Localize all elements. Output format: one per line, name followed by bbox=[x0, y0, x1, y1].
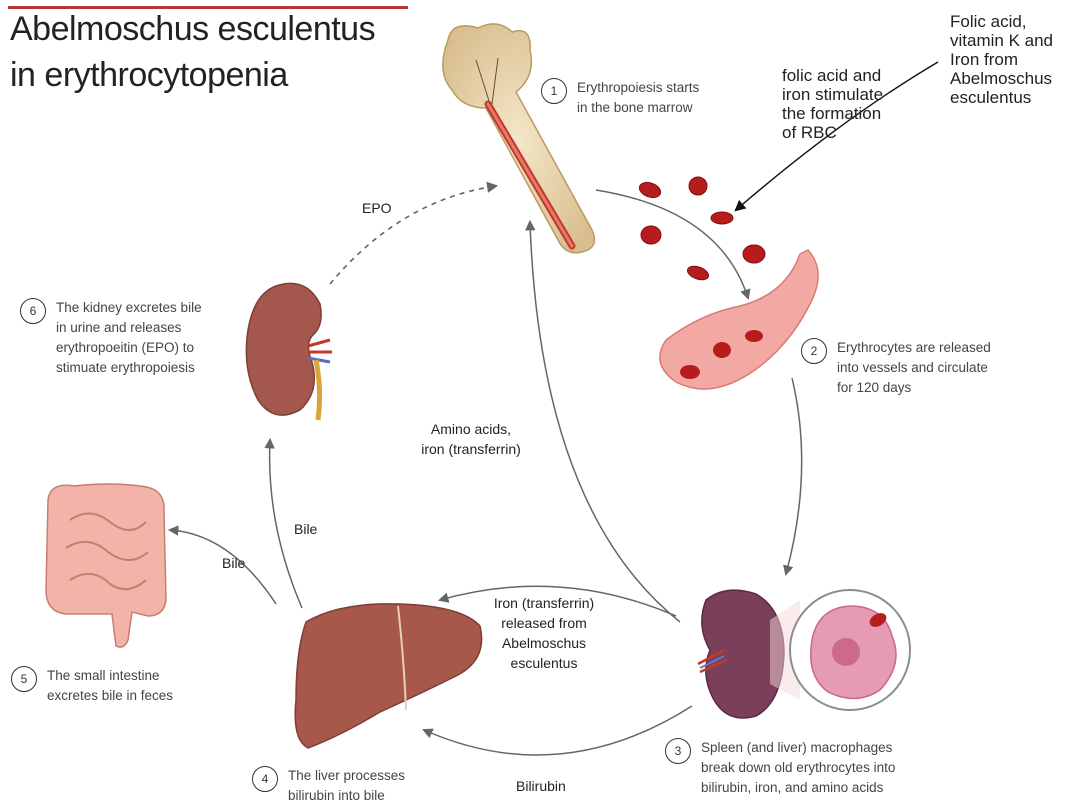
arrow-spleen-to-bone-amino bbox=[530, 222, 680, 622]
arrow-spleen-to-liver-bilirubin bbox=[424, 706, 692, 755]
label-epo: EPO bbox=[362, 198, 392, 218]
title-line-1: Abelmoschus esculentus bbox=[10, 10, 375, 49]
step-number-2: 2 bbox=[801, 338, 827, 364]
step-6: 6 The kidney excretes bile in urine and … bbox=[20, 298, 202, 378]
label-bile-intestine: Bile bbox=[222, 553, 245, 573]
step-text-4: The liver processes bilirubin into bile bbox=[288, 766, 405, 806]
step-3: 3 Spleen (and liver) macrophages break d… bbox=[665, 738, 895, 798]
annotation-folic-rbc: folic acid and iron stimulate the format… bbox=[782, 66, 883, 142]
step-5: 5 The small intestine excretes bile in f… bbox=[11, 666, 173, 706]
step-text-5: The small intestine excretes bile in fec… bbox=[47, 666, 173, 706]
liver-illustration bbox=[295, 604, 481, 748]
bone-marrow-illustration bbox=[443, 24, 595, 253]
arrow-vessel-to-spleen bbox=[786, 378, 802, 574]
step-number-4: 4 bbox=[252, 766, 278, 792]
step-text-3: Spleen (and liver) macrophages break dow… bbox=[701, 738, 895, 798]
step-number-5: 5 bbox=[11, 666, 37, 692]
label-amino-acids: Amino acids, iron (transferrin) bbox=[405, 419, 537, 459]
label-bile-kidney: Bile bbox=[294, 519, 317, 539]
step-number-6: 6 bbox=[20, 298, 46, 324]
label-bilirubin: Bilirubin bbox=[516, 776, 566, 796]
step-text-2: Erythrocytes are released into vessels a… bbox=[837, 338, 991, 398]
macrophage-illustration bbox=[790, 590, 910, 710]
blood-vessel-illustration bbox=[660, 250, 818, 389]
red-blood-cells bbox=[637, 177, 765, 282]
label-iron-transferrin: Iron (transferrin) released from Abelmos… bbox=[476, 593, 612, 673]
spleen-illustration bbox=[698, 590, 800, 718]
step-number-1: 1 bbox=[541, 78, 567, 104]
step-text-6: The kidney excretes bile in urine and re… bbox=[56, 298, 202, 378]
title-rule bbox=[8, 6, 408, 9]
step-4: 4 The liver processes bilirubin into bil… bbox=[252, 766, 405, 806]
title-line-2: in erythrocytopenia bbox=[10, 56, 288, 95]
arrow-kidney-to-bone-epo bbox=[330, 186, 496, 284]
kidney-illustration bbox=[246, 283, 332, 420]
step-number-3: 3 bbox=[665, 738, 691, 764]
step-1: 1 Erythropoiesis starts in the bone marr… bbox=[541, 78, 699, 118]
arrow-bone-to-vessel bbox=[596, 190, 748, 298]
step-text-1: Erythropoiesis starts in the bone marrow bbox=[577, 78, 699, 118]
intestine-illustration bbox=[46, 484, 166, 647]
annotation-folic-vitk: Folic acid, vitamin K and Iron from Abel… bbox=[950, 12, 1053, 107]
step-2: 2 Erythrocytes are released into vessels… bbox=[801, 338, 991, 398]
